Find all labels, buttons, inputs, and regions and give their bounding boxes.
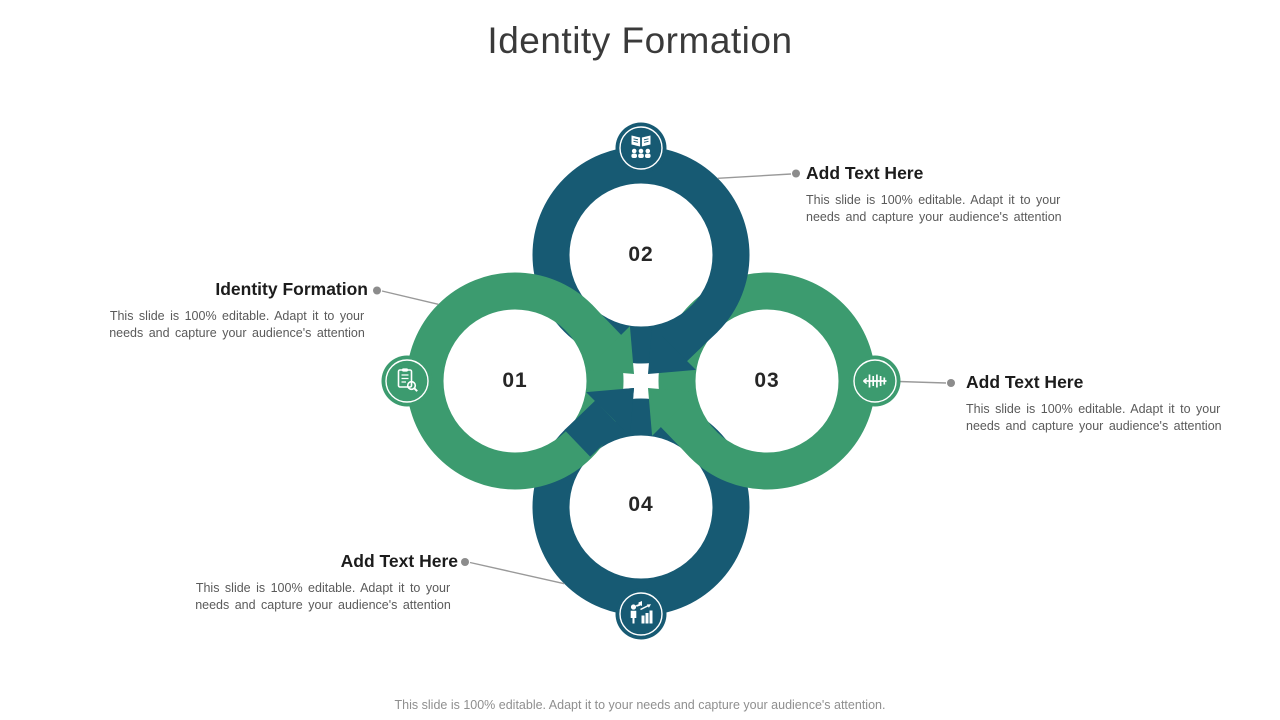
connector-top-right bbox=[717, 173, 792, 179]
step-number-04: 04 bbox=[628, 493, 654, 516]
callout-top-right-description: This slide is 100% editable. Adapt it to… bbox=[806, 193, 1062, 224]
footer-disclaimer: This slide is 100% editable. Adapt it to… bbox=[394, 698, 886, 712]
callout-left: Identity Formation This slide is 100% ed… bbox=[60, 279, 368, 341]
callout-top-right: Add Text Here This slide is 100% editabl… bbox=[806, 163, 1091, 225]
slide-title: Identity Formation bbox=[487, 20, 793, 61]
callout-bottom-left-description: This slide is 100% editable. Adapt it to… bbox=[195, 581, 451, 612]
callout-right-description: This slide is 100% editable. Adapt it to… bbox=[966, 402, 1222, 433]
connector-dots bbox=[373, 169, 955, 566]
callout-left-description: This slide is 100% editable. Adapt it to… bbox=[109, 309, 365, 340]
document-search-icon bbox=[381, 355, 433, 407]
connector-lines bbox=[381, 173, 947, 585]
callout-bottom-left: Add Text Here This slide is 100% editabl… bbox=[150, 551, 458, 613]
step-number-01: 01 bbox=[502, 369, 528, 392]
connector-bottom-left bbox=[469, 561, 565, 585]
step-number-03: 03 bbox=[754, 369, 780, 392]
callout-top-right-label: Add Text Here bbox=[806, 163, 924, 183]
presentation-growth-icon bbox=[615, 588, 667, 640]
callout-right: Add Text Here This slide is 100% editabl… bbox=[966, 372, 1251, 434]
callout-bottom-left-label: Add Text Here bbox=[340, 551, 458, 571]
dot-top-right bbox=[792, 169, 800, 178]
step-number-02: 02 bbox=[628, 243, 654, 266]
connector-right bbox=[898, 380, 947, 384]
callout-left-label: Identity Formation bbox=[215, 279, 368, 299]
equalizer-icon bbox=[849, 355, 901, 407]
callout-right-label: Add Text Here bbox=[966, 372, 1084, 392]
dot-left bbox=[373, 286, 381, 295]
connector-left bbox=[381, 290, 439, 305]
dot-bottom-left bbox=[461, 558, 469, 566]
dot-right bbox=[947, 379, 955, 387]
library-icon bbox=[615, 122, 667, 174]
